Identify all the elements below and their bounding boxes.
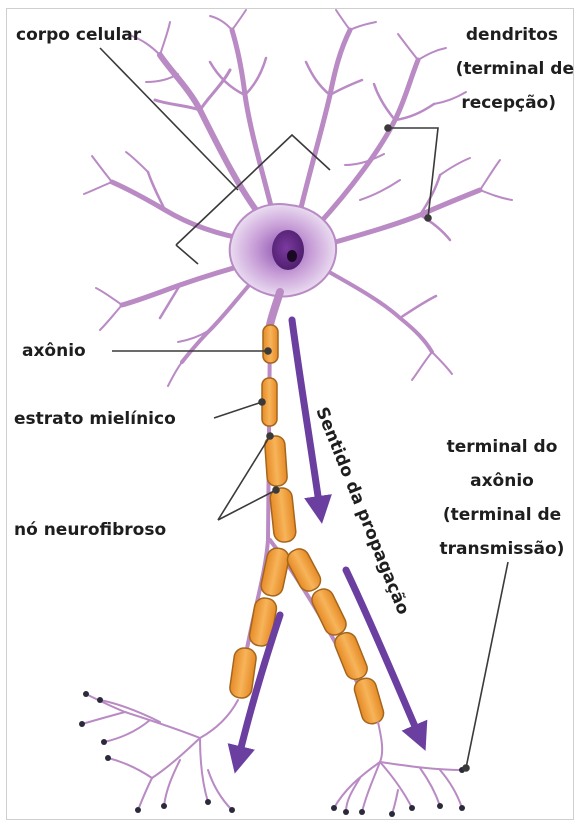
myelin-segment [269,487,297,543]
nucleus [272,230,304,270]
label-dendrites-line1: dendritos [466,25,558,45]
axon-terminals [82,694,462,814]
myelin-segment [352,676,386,726]
label-myelin-layer: estrato mielínico [14,409,176,429]
myelin-segment [264,435,287,486]
label-axon-terminal-line3: (terminal de [443,505,561,525]
label-neurofibrous-node: nó neurofibroso [14,520,166,540]
myelin-segment [263,325,278,363]
cell-body [230,204,336,296]
label-axon-terminal-line4: transmissão) [440,539,565,559]
label-axon-terminal-line2: axônio [470,471,534,491]
label-dendrites-line2: (terminal de [456,59,574,79]
label-propagation-direction: Sentido da propagação [311,404,413,617]
label-dendrites-line3: recepção) [461,93,556,113]
nucleolus [287,250,297,262]
myelin-segment [259,546,290,598]
myelin-segment [332,630,370,683]
myelin-segment [309,586,350,639]
label-axon-terminal-line1: terminal do [447,437,558,457]
label-cell-body: corpo celular [16,25,142,45]
dendrites [84,10,512,386]
label-axon: axônio [22,341,86,361]
